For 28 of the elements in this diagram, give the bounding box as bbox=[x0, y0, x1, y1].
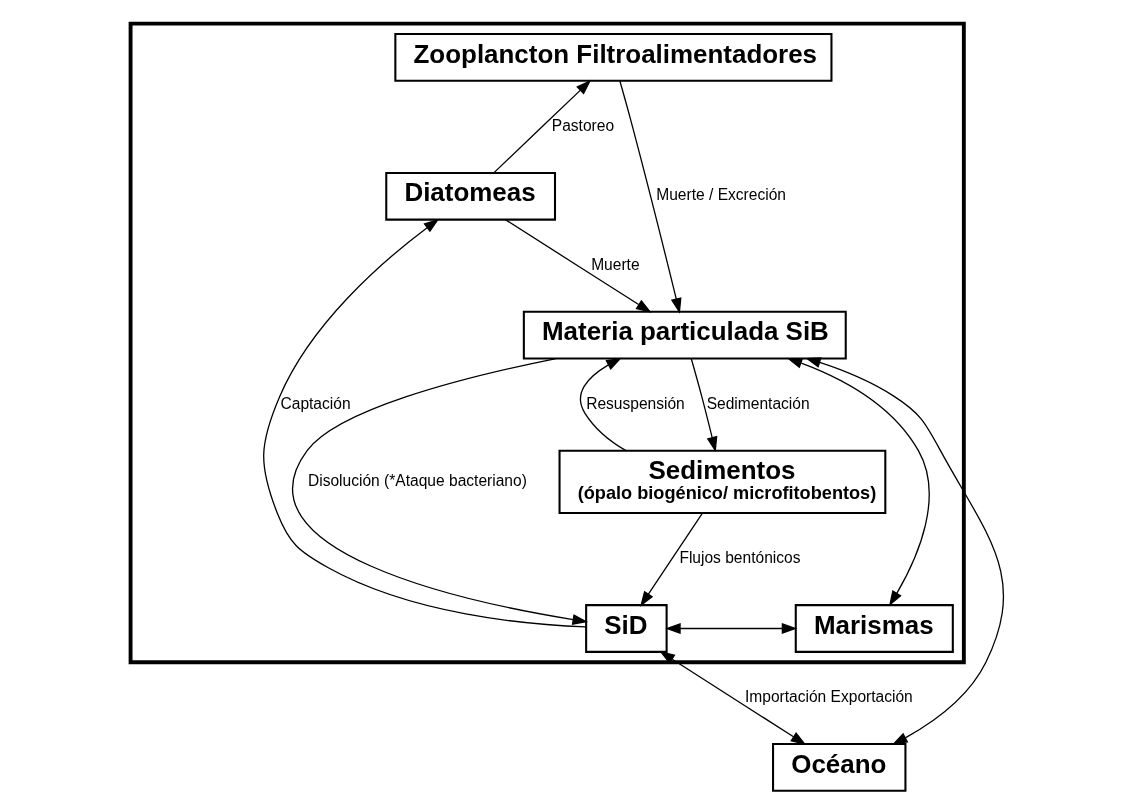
node-box: Marismas bbox=[794, 604, 954, 653]
node-box: Diatomeas bbox=[384, 171, 556, 221]
edge-label: Resuspensión bbox=[585, 394, 685, 412]
edge-label: Pastoreo bbox=[551, 116, 614, 134]
arrow bbox=[262, 218, 587, 628]
arrow bbox=[292, 357, 588, 625]
arrow bbox=[618, 80, 681, 314]
edge-label: Importación Exportación bbox=[744, 687, 913, 705]
edge-label: Captación bbox=[279, 394, 351, 412]
arrow bbox=[690, 357, 717, 453]
edge-label: Muerte bbox=[590, 255, 640, 273]
arrow bbox=[579, 357, 627, 452]
arrow bbox=[658, 650, 806, 745]
edge-label: Sedimentación bbox=[706, 394, 810, 412]
arrow bbox=[664, 623, 797, 634]
node-box: Zooplancton Filtroalimentadores bbox=[393, 33, 832, 82]
arrow bbox=[786, 358, 930, 607]
node-box: Materia particulada SiB bbox=[522, 310, 847, 360]
edge-label: Flujos bentónicos bbox=[678, 549, 801, 567]
node-box: Océano bbox=[771, 742, 906, 792]
arrow bbox=[492, 79, 591, 174]
node-box: SiD bbox=[584, 604, 668, 653]
arrow bbox=[504, 219, 652, 313]
edge-label: Disolución (*Ataque bacteriano) bbox=[307, 471, 527, 489]
edge-label: Muerte / Excreción bbox=[655, 186, 786, 204]
arrow bbox=[804, 357, 1004, 745]
node-box: Sedimentos (ópalo biogénico/ microfitobentos) bbox=[558, 449, 886, 514]
arrow bbox=[639, 512, 703, 607]
